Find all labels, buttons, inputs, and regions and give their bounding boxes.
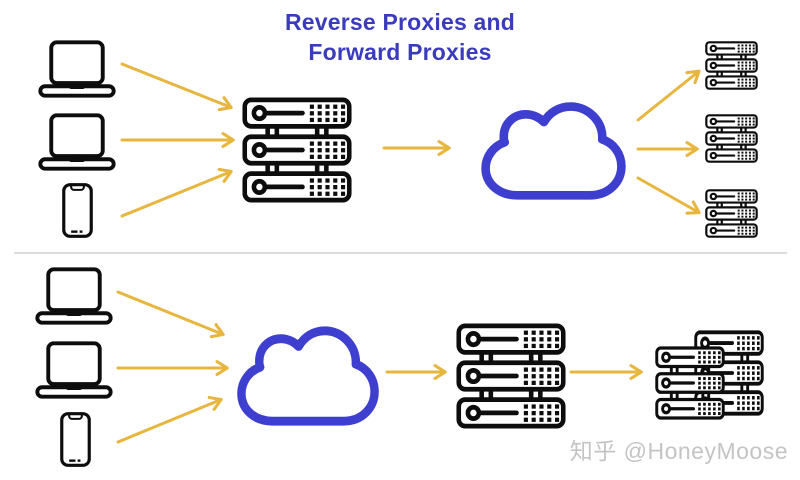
laptop-icon xyxy=(35,341,113,399)
server-stack-icon xyxy=(706,42,756,88)
proxy-server-icon xyxy=(245,100,350,200)
arrow-client-to-cloud xyxy=(116,290,225,339)
page-title: Reverse Proxies and Forward Proxies xyxy=(0,7,800,68)
proxy-server-icon xyxy=(459,326,564,426)
watermark: 知乎 @HoneyMoose xyxy=(569,438,788,464)
laptop-icon xyxy=(38,113,116,171)
laptop-icon xyxy=(35,267,113,325)
server-cluster-icon xyxy=(657,332,763,418)
server-stack-icon xyxy=(706,190,756,236)
smartphone-icon xyxy=(60,412,91,467)
bottom-flow xyxy=(35,267,763,467)
title-line-2: Forward Proxies xyxy=(308,39,492,66)
arrow-client-to-proxy xyxy=(120,167,233,218)
server-stack-front-icon xyxy=(657,348,724,418)
arrow-cloud-to-server xyxy=(636,69,701,122)
arrow-cloud-to-server xyxy=(636,176,701,215)
arrow-client-to-proxy xyxy=(120,62,233,112)
cloud-icon xyxy=(486,107,622,196)
server-stack-icon xyxy=(706,115,756,161)
laptop-icon xyxy=(38,40,116,98)
top-flow xyxy=(38,40,756,238)
smartphone-icon xyxy=(62,183,93,238)
title-line-1: Reverse Proxies and xyxy=(284,9,516,35)
cloud-icon xyxy=(241,331,374,421)
arrow-client-to-cloud xyxy=(116,395,223,444)
